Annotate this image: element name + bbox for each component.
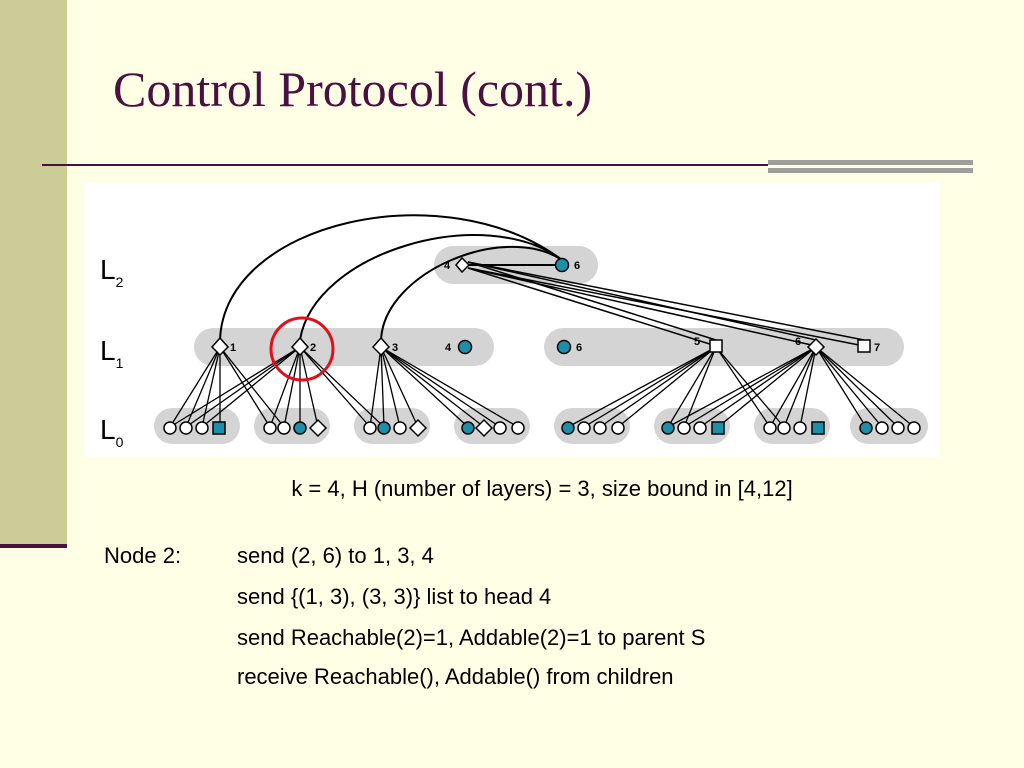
l1-node-label-6-right: 6: [795, 336, 801, 348]
l1-node-6-right: [806, 337, 826, 357]
highlight-circle-node-2: [269, 316, 335, 382]
l2-to-l1-right-links: [467, 261, 865, 347]
node-label: Node 2:: [104, 543, 182, 568]
layer-label-l2: L2: [100, 254, 124, 290]
arc-6-to-2: [299, 234, 563, 341]
action-line-4: receive Reachable(), Addable() from chil…: [237, 664, 674, 689]
l2-nodes: 4 6: [444, 256, 580, 274]
arc-6-to-3: [380, 245, 563, 341]
l0-cluster-6: [654, 408, 730, 444]
left-decorative-bar: [0, 0, 67, 545]
arc-6-to-1: [219, 214, 563, 341]
diagram-caption: k = 4, H (number of layers) = 3, size bo…: [291, 476, 793, 501]
l1-node-1: [210, 336, 230, 357]
l2-node-4: [455, 256, 471, 274]
l1-to-l0-links: [169, 346, 915, 428]
l1-node-7: [857, 339, 871, 353]
l1-node-label-2: 2: [310, 342, 316, 354]
l2-node-label-4: 4: [444, 260, 451, 272]
action-line-2: send {(1, 3), (3, 3)} list to head 4: [237, 584, 552, 609]
l1-node-label-5: 5: [694, 336, 700, 348]
l1-node-2: [290, 336, 310, 357]
title-divider: [42, 164, 972, 166]
slide-title: Control Protocol (cont.): [113, 61, 593, 117]
l0-cluster-8: [850, 408, 928, 444]
l1-node-4: [457, 339, 473, 355]
l1-node-label-3: 3: [392, 342, 398, 354]
l1-node-6-left: [556, 339, 572, 355]
l1-node-label-6-left: 6: [576, 342, 582, 354]
action-line-1: send (2, 6) to 1, 3, 4: [237, 543, 434, 568]
hierarchy-diagram: L2 L1 L0: [84, 182, 940, 457]
diagram-canvas: L2 L1 L0: [100, 214, 928, 450]
l0-cluster-5: [554, 408, 630, 444]
accent-bar: [768, 160, 973, 178]
layer-labels: L2 L1 L0: [100, 254, 124, 450]
left-bar-underline: [0, 544, 67, 548]
layer-label-l0: L0: [100, 414, 124, 450]
l1-nodes: 1 2 3 4 6 5 6 7: [210, 336, 880, 357]
l1-cluster-left: [194, 328, 494, 366]
l1-node-3: [371, 336, 391, 357]
l2-node-6: [554, 257, 570, 273]
l0-cluster-4: [454, 408, 530, 444]
l1-node-label-1: 1: [230, 342, 236, 354]
l1-node-5: [709, 339, 723, 353]
layer-label-l1: L1: [100, 335, 124, 371]
l0-cluster-2: [254, 408, 330, 444]
l0-nodes: [163, 418, 921, 438]
action-line-3: send Reachable(2)=1, Addable(2)=1 to par…: [237, 625, 706, 650]
l1-cluster-right: [544, 328, 904, 366]
l1-node-label-7: 7: [874, 342, 880, 354]
l0-cluster-7: [754, 408, 830, 444]
l2-to-l1-arcs: [219, 214, 563, 341]
l1-node-label-4: 4: [445, 342, 452, 354]
l2-node-label-6: 6: [574, 260, 580, 272]
